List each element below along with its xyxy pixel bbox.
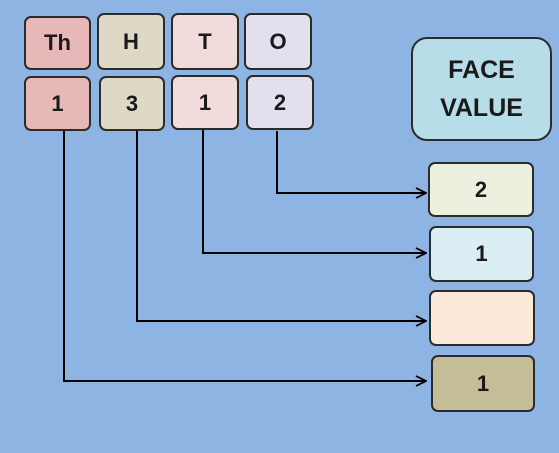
result-ones: 2 [428, 162, 534, 217]
digit-ones: 2 [246, 75, 314, 130]
result-hundreds [429, 290, 535, 346]
digit-tens: 1 [171, 75, 239, 130]
connector-hundreds [136, 131, 426, 321]
digit-hundreds: 3 [99, 76, 165, 131]
connector-ones [276, 131, 426, 193]
place-header-tens: T [171, 13, 239, 70]
connector-tens [202, 130, 426, 253]
digit-thousands: 1 [24, 76, 91, 131]
connector-thousands [63, 131, 426, 381]
place-header-ones: O [244, 13, 312, 70]
place-header-thousands: Th [24, 16, 91, 70]
result-tens: 1 [429, 226, 534, 282]
place-header-hundreds: H [97, 13, 165, 70]
face-value-label-line1: FACE [448, 56, 515, 84]
face-value-label: FACE VALUE [411, 37, 552, 141]
face-value-label-line2: VALUE [440, 94, 523, 122]
result-thousands: 1 [431, 355, 535, 412]
